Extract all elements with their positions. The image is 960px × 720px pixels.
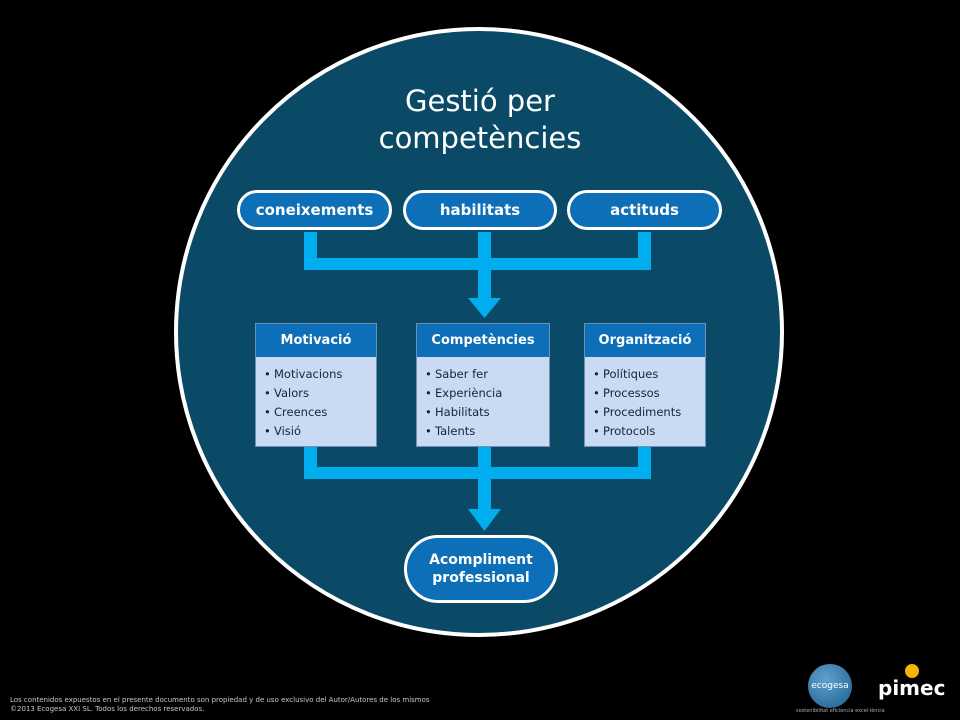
- card-competencies: Competències Saber fer Experiència Habil…: [416, 323, 550, 447]
- list-item: Habilitats: [425, 403, 549, 422]
- ecogesa-logo: ecogesa: [808, 664, 852, 708]
- result-acompliment: Acompliment professional: [404, 535, 558, 603]
- list-item: Creences: [264, 403, 376, 422]
- logo-tagline: sostenibilitat eficiència excel·lència: [796, 708, 885, 714]
- footer-line: Los contenidos expuestos en el presente …: [10, 696, 430, 704]
- input-habilitats: habilitats: [403, 190, 557, 230]
- pimec-dot-icon: [905, 664, 919, 678]
- list-item: Procediments: [593, 403, 705, 422]
- list-item: Polítiques: [593, 365, 705, 384]
- list-item: Motivacions: [264, 365, 376, 384]
- pimec-logo: pimec: [878, 676, 946, 700]
- list-item: Experiència: [425, 384, 549, 403]
- card-list: Saber fer Experiència Habilitats Talents: [417, 365, 549, 441]
- card-heading: Organització: [585, 324, 705, 357]
- list-item: Saber fer: [425, 365, 549, 384]
- card-organitzacio: Organització Polítiques Processos Proced…: [584, 323, 706, 447]
- input-coneixements: coneixements: [237, 190, 392, 230]
- card-list: Motivacions Valors Creences Visió: [256, 365, 376, 441]
- card-heading: Competències: [417, 324, 549, 357]
- bottom-connector: [304, 447, 651, 531]
- list-item: Visió: [264, 422, 376, 441]
- card-list: Polítiques Processos Procediments Protoc…: [585, 365, 705, 441]
- list-item: Valors: [264, 384, 376, 403]
- list-item: Processos: [593, 384, 705, 403]
- card-motivacio: Motivació Motivacions Valors Creences Vi…: [255, 323, 377, 447]
- input-actituds: actituds: [567, 190, 722, 230]
- list-item: Talents: [425, 422, 549, 441]
- copyright-footer: Los contenidos expuestos en el presente …: [10, 696, 430, 714]
- top-connector: [304, 232, 651, 318]
- footer-line: ©2013 Ecogesa XXI SL. Todos los derechos…: [10, 705, 205, 713]
- card-heading: Motivació: [256, 324, 376, 357]
- diagram-title: Gestió per competències: [378, 84, 582, 155]
- list-item: Protocols: [593, 422, 705, 441]
